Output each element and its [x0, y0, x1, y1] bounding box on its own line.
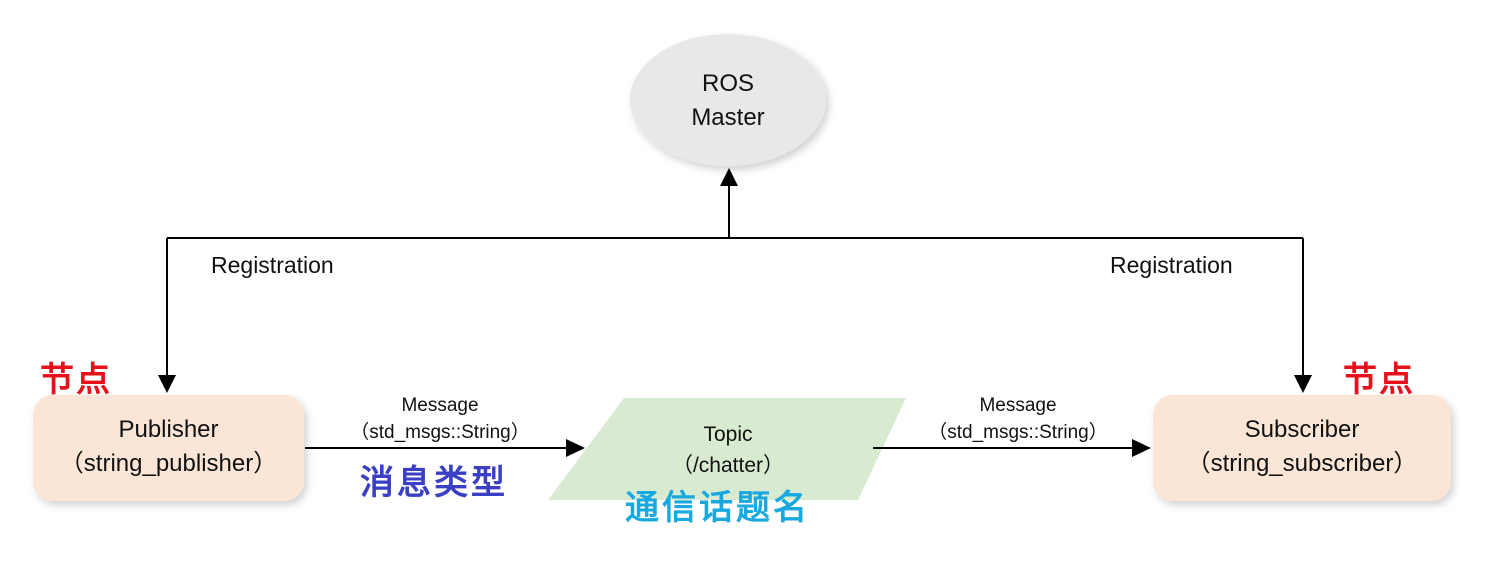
registration-label-left: Registration	[211, 252, 334, 278]
registration-label-right: Registration	[1110, 252, 1233, 278]
publisher-name: Publisher	[118, 416, 219, 443]
ros-master-node	[630, 34, 826, 166]
topic-node	[548, 398, 906, 500]
subscriber-node-tag: 节点	[1343, 360, 1415, 400]
arrowhead-to-topic	[566, 439, 585, 457]
ros-master-label: ROS Master	[648, 67, 808, 135]
subscriber-name: Subscriber	[1244, 416, 1360, 443]
message-type-caption: 消息类型	[360, 463, 508, 503]
subscriber-node-name: （string_subscriber）	[1186, 450, 1418, 477]
registration-connectors	[166, 186, 1304, 449]
ros-master-line1: ROS	[701, 70, 754, 97]
topic-title: Topic	[703, 423, 753, 446]
publisher-label: Publisher （string_publisher）	[33, 413, 304, 481]
ros-master-line2: Master	[691, 104, 765, 131]
arrowhead-to-subscriber-node	[1132, 439, 1151, 457]
message-right-type: （std_msgs::String）	[928, 422, 1108, 443]
message-label-right: Message （std_msgs::String）	[913, 392, 1123, 446]
publisher-node-tag: 节点	[40, 360, 112, 400]
arrowhead-to-publisher	[158, 375, 176, 393]
message-label-left: Message （std_msgs::String）	[335, 392, 545, 446]
subscriber-label: Subscriber （string_subscriber）	[1153, 413, 1451, 481]
subscriber-node	[1153, 395, 1451, 501]
arrowhead-to-subscriber	[1294, 375, 1312, 393]
topic-caption: 通信话题名	[625, 488, 810, 528]
arrowhead-to-master	[720, 168, 738, 186]
publisher-node	[33, 395, 304, 501]
message-left-label: Message	[401, 395, 479, 416]
message-left-type: （std_msgs::String）	[350, 422, 530, 443]
message-right-label: Message	[979, 395, 1057, 416]
publisher-node-name: （string_publisher）	[59, 450, 278, 477]
topic-label: Topic （/chatter）	[628, 419, 828, 481]
topic-name: （/chatter）	[671, 454, 785, 477]
